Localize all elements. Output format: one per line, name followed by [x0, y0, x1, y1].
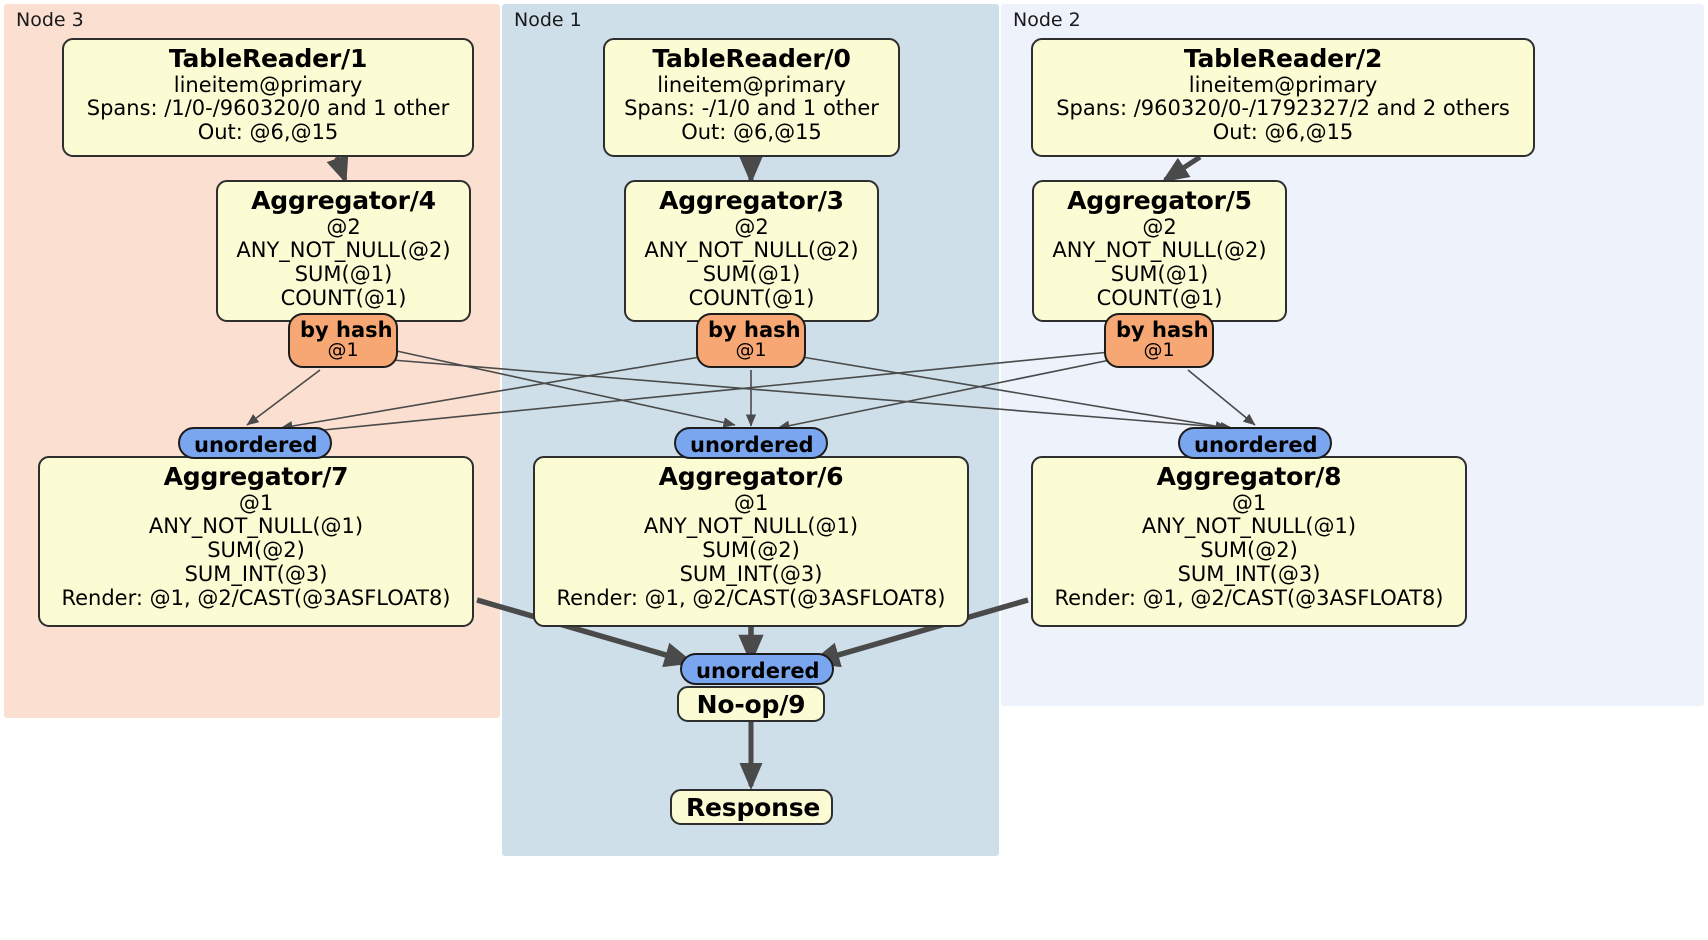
processor-detail-line: lineitem@primary — [657, 72, 846, 97]
processor-detail-line: SUM(@1) — [294, 262, 393, 287]
synchronizer-unordered-aggregator-6[interactable]: unordered — [674, 427, 828, 459]
processor-aggregator-3[interactable]: Aggregator/3 @2 ANY_NOT_NULL(@2) SUM(@1)… — [624, 180, 879, 322]
processor-detail-line: SUM_INT(@3) — [184, 562, 328, 587]
processor-detail-line: lineitem@primary — [1188, 72, 1378, 97]
router-hash-column: @1 — [1143, 339, 1175, 362]
processor-detail-line: ANY_NOT_NULL(@1) — [148, 514, 364, 539]
router-label: by hash — [1116, 318, 1209, 342]
synchronizer-label: unordered — [194, 433, 318, 457]
router-label: by hash — [300, 318, 393, 342]
processor-detail-line: lineitem@primary — [173, 72, 363, 97]
processor-detail-line: COUNT(@1) — [1096, 286, 1223, 311]
router-hash-column: @1 — [327, 339, 359, 362]
processor-detail-line: SUM(@1) — [1110, 262, 1209, 287]
processor-detail-line: SUM(@2) — [1200, 538, 1298, 563]
processor-aggregator-5[interactable]: Aggregator/5 @2 ANY_NOT_NULL(@2) SUM(@1)… — [1032, 180, 1287, 322]
processor-detail-line: @1 — [238, 490, 274, 515]
synchronizer-unordered-aggregator-8[interactable]: unordered — [1178, 427, 1332, 459]
router-hash-column: @1 — [735, 339, 767, 362]
synchronizer-unordered-aggregator-7[interactable]: unordered — [178, 427, 332, 459]
processor-aggregator-8[interactable]: Aggregator/8 @1 ANY_NOT_NULL(@1) SUM(@2)… — [1031, 456, 1467, 627]
processor-title: Aggregator/4 — [251, 186, 436, 215]
processor-detail-line: Spans: /1/0-/960320/0 and 1 other — [86, 96, 450, 121]
processor-response[interactable]: Response — [670, 789, 833, 825]
processor-detail-line: ANY_NOT_NULL(@2) — [644, 238, 859, 263]
router-by-hash-aggregator-4[interactable]: by hash @1 — [288, 313, 398, 368]
processor-detail-line: Spans: /960320/0-/1792327/2 and 2 others — [1056, 96, 1510, 121]
processor-aggregator-7[interactable]: Aggregator/7 @1 ANY_NOT_NULL(@1) SUM(@2)… — [38, 456, 474, 627]
processor-detail-line: @2 — [1142, 214, 1177, 239]
processor-title: Aggregator/6 — [658, 462, 844, 491]
processor-detail-line: Render: @1, @2/CAST(@3ASFLOAT8) — [556, 586, 946, 611]
processor-title: Aggregator/3 — [659, 186, 844, 215]
processor-title: Aggregator/8 — [1156, 462, 1342, 491]
processor-detail-line: SUM(@2) — [702, 538, 800, 563]
processor-detail-line: @1 — [1231, 490, 1267, 515]
processor-detail-line: SUM_INT(@3) — [679, 562, 823, 587]
processor-detail-line: SUM(@2) — [207, 538, 305, 563]
processor-detail-line: Out: @6,@15 — [681, 120, 822, 145]
processor-title: Aggregator/7 — [163, 462, 349, 491]
processor-detail-line: @2 — [326, 214, 361, 239]
processor-detail-line: SUM_INT(@3) — [1177, 562, 1321, 587]
processor-detail-line: Render: @1, @2/CAST(@3ASFLOAT8) — [61, 586, 451, 611]
processor-tablereader-0[interactable]: TableReader/0 lineitem@primary Spans: -/… — [603, 38, 900, 157]
processor-detail-line: @2 — [734, 214, 769, 239]
processor-detail-line: ANY_NOT_NULL(@1) — [643, 514, 859, 539]
node-panel-label-node1: Node 1 — [514, 9, 582, 31]
processor-detail-line: Spans: -/1/0 and 1 other — [624, 96, 879, 121]
processor-title: Response — [686, 793, 821, 822]
node-panel-label-node2: Node 2 — [1013, 9, 1081, 31]
processor-title: TableReader/0 — [652, 44, 851, 73]
synchronizer-unordered-noop-9[interactable]: unordered — [680, 653, 834, 685]
processor-detail-line: COUNT(@1) — [280, 286, 407, 311]
processor-detail-line: ANY_NOT_NULL(@2) — [236, 238, 451, 263]
processor-title: Aggregator/5 — [1067, 186, 1252, 215]
processor-tablereader-2[interactable]: TableReader/2 lineitem@primary Spans: /9… — [1031, 38, 1535, 157]
processor-title: TableReader/1 — [168, 44, 368, 73]
processor-detail-line: SUM(@1) — [702, 262, 801, 287]
processor-title: TableReader/2 — [1183, 44, 1383, 73]
synchronizer-label: unordered — [696, 659, 820, 683]
router-label: by hash — [708, 318, 801, 342]
synchronizer-label: unordered — [1194, 433, 1318, 457]
processor-tablereader-1[interactable]: TableReader/1 lineitem@primary Spans: /1… — [62, 38, 474, 157]
router-by-hash-aggregator-3[interactable]: by hash @1 — [696, 313, 806, 368]
processor-aggregator-4[interactable]: Aggregator/4 @2 ANY_NOT_NULL(@2) SUM(@1)… — [216, 180, 471, 322]
node-panel-label-node3: Node 3 — [16, 9, 84, 31]
processor-detail-line: Render: @1, @2/CAST(@3ASFLOAT8) — [1054, 586, 1444, 611]
processor-detail-line: COUNT(@1) — [688, 286, 815, 311]
processor-noop-9[interactable]: No-op/9 — [677, 686, 825, 722]
processor-detail-line: Out: @6,@15 — [197, 120, 339, 145]
processor-detail-line: @1 — [733, 490, 769, 515]
processor-aggregator-6[interactable]: Aggregator/6 @1 ANY_NOT_NULL(@1) SUM(@2)… — [533, 456, 969, 627]
processor-detail-line: ANY_NOT_NULL(@1) — [1141, 514, 1357, 539]
processor-detail-line: Out: @6,@15 — [1212, 120, 1354, 145]
processor-title: No-op/9 — [696, 690, 806, 719]
router-by-hash-aggregator-5[interactable]: by hash @1 — [1104, 313, 1214, 368]
processor-detail-line: ANY_NOT_NULL(@2) — [1052, 238, 1267, 263]
synchronizer-label: unordered — [690, 433, 814, 457]
